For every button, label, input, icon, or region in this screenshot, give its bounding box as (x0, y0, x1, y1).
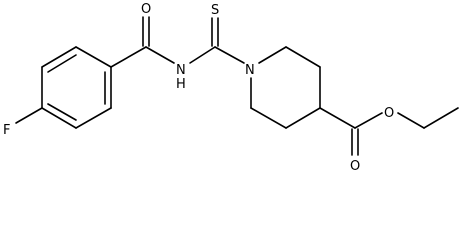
atom-n-thioamide: N (176, 63, 186, 78)
bond (75, 46, 112, 68)
aromatic-bond (47, 54, 77, 73)
bond (41, 107, 77, 129)
bond (285, 107, 321, 129)
bond (214, 46, 245, 64)
structure-canvas: F O N H S N O O (3, 2, 459, 174)
bond (15, 107, 43, 124)
bond (354, 112, 383, 129)
atom-s: S (211, 3, 219, 18)
bond (258, 46, 287, 64)
bond (41, 46, 77, 68)
bond (189, 46, 216, 64)
atom-o-carbonyl: O (350, 159, 360, 174)
piperidine-ring (250, 46, 321, 129)
bond (75, 107, 112, 129)
chemical-structure: F O N H S N O O (3, 2, 459, 174)
fluorophenyl-ring (41, 46, 112, 129)
atom-h: H (176, 77, 186, 92)
bond (145, 46, 175, 64)
atom-o-ester: O (384, 106, 394, 121)
bond (285, 46, 321, 68)
atom-f: F (3, 123, 10, 138)
bond (319, 107, 356, 129)
aromatic-bond (47, 103, 77, 121)
atom-n-ring: N (245, 63, 255, 78)
bond (110, 46, 147, 68)
atom-o-amide: O (141, 2, 151, 17)
bond (423, 107, 459, 129)
bond (250, 107, 287, 129)
bond (397, 112, 425, 129)
